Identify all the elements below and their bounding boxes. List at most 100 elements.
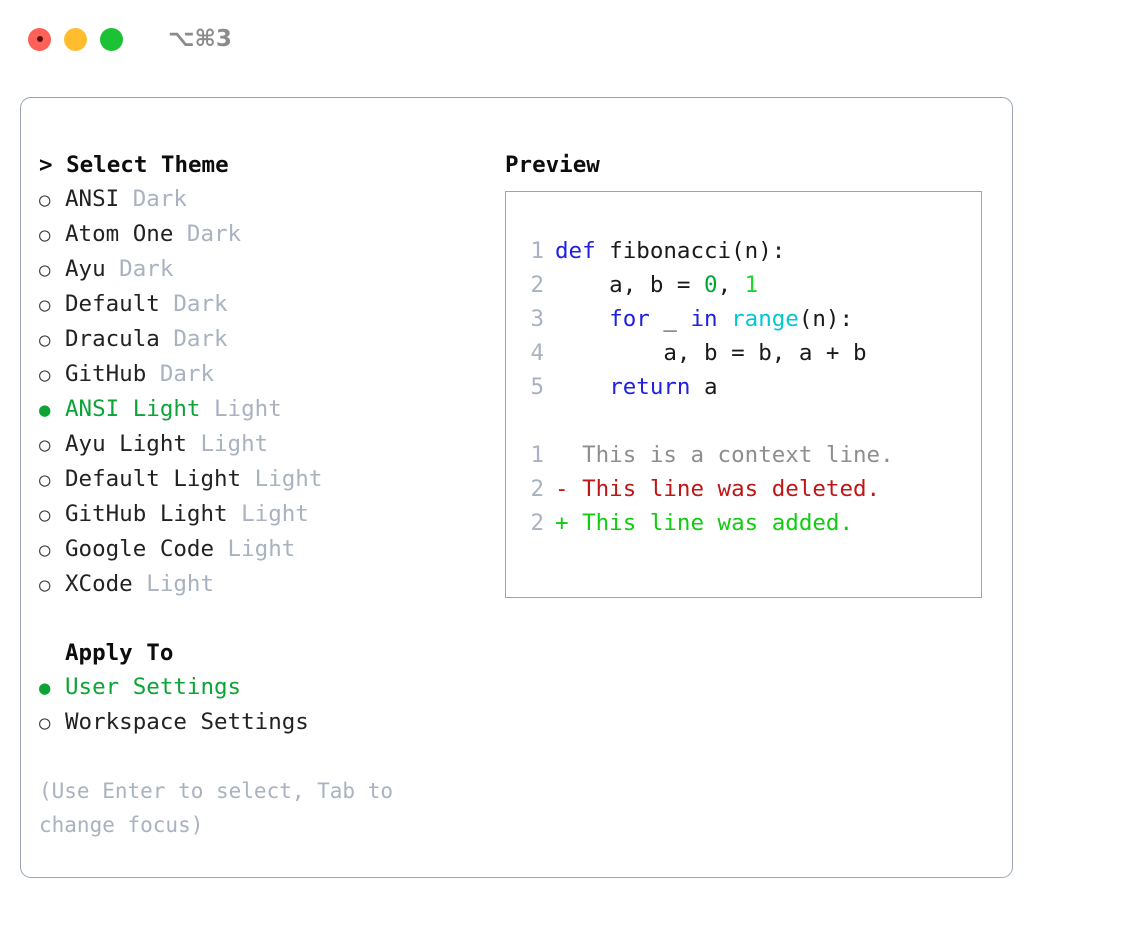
section-spacer: [39, 602, 491, 636]
code-token-plain: [555, 374, 609, 400]
apply-to-option-label: User Settings: [65, 674, 242, 700]
theme-option-variant: Light: [186, 431, 269, 457]
theme-list: ○ANSI Dark○Atom One Dark○Ayu Dark○Defaul…: [39, 182, 491, 602]
radio-unselected-icon: ○: [39, 294, 51, 316]
main-panel: > Select Theme ○ANSI Dark○Atom One Dark○…: [20, 97, 1013, 878]
code-line: 3 for _ in range(n):: [516, 302, 981, 336]
select-theme-header: > Select Theme: [39, 152, 229, 178]
radio-unselected-icon: ○: [39, 539, 51, 561]
theme-selection-column: > Select Theme ○ANSI Dark○Atom One Dark○…: [21, 98, 491, 877]
apply-to-header: Apply To: [65, 640, 174, 666]
theme-option-label: Dracula: [65, 326, 160, 352]
code-line-number: 4: [530, 340, 544, 366]
code-line: 4 a, b = b, a + b: [516, 336, 981, 370]
theme-option-variant: Light: [132, 571, 215, 597]
apply-to-option-user-settings[interactable]: ● User Settings: [39, 670, 491, 705]
code-line-number: 2: [530, 272, 544, 298]
code-token-num0: 0: [704, 272, 718, 298]
diff-line-text: - This line was deleted.: [555, 476, 881, 502]
code-token-plain: (n):: [798, 306, 854, 332]
code-line: 5 return a: [516, 370, 981, 404]
code-line-text: a, b = b, a + b: [555, 336, 867, 370]
code-line-text: for _ in range(n):: [555, 302, 853, 336]
code-token-kw: return: [609, 374, 691, 400]
theme-option-variant: Dark: [119, 186, 187, 212]
code-token-num1: 1: [744, 272, 759, 298]
theme-option-dracula[interactable]: ○ Dracula Dark: [39, 322, 491, 357]
theme-option-ansi[interactable]: ○ ANSI Dark: [39, 182, 491, 217]
theme-option-label: XCode: [65, 571, 133, 597]
theme-option-ansi-light[interactable]: ●ANSI Light Light: [39, 392, 491, 427]
theme-option-variant: Dark: [146, 361, 215, 387]
code-token-plain: a, b =: [555, 272, 705, 298]
theme-option-label: Default Light: [65, 466, 242, 492]
diff-preview: 1 This is a context line.2- This line wa…: [516, 438, 981, 540]
code-token-fn: range: [731, 306, 799, 332]
radio-unselected-icon: ○: [39, 434, 51, 456]
radio-unselected-icon: ○: [39, 329, 51, 351]
code-token-plain: ,: [717, 272, 745, 298]
code-token-plain: a, b = b, a + b: [555, 340, 867, 366]
code-token-kw: for: [609, 306, 650, 332]
theme-option-label: Ayu Light: [65, 431, 187, 457]
code-line: 1 def fibonacci(n):: [516, 234, 981, 268]
diff-line-del: 2- This line was deleted.: [516, 472, 981, 506]
theme-option-variant: Light: [241, 466, 323, 492]
theme-option-ayu-light[interactable]: ○ Ayu Light Light: [39, 427, 491, 462]
code-line-text: def fibonacci(n):: [555, 234, 785, 268]
theme-option-github-light[interactable]: ○ GitHub Light Light: [39, 497, 491, 532]
zoom-window-button[interactable]: [100, 27, 123, 51]
window-titlebar: ⌥⌘3: [0, 0, 1140, 78]
theme-option-label: GitHub: [65, 361, 147, 387]
theme-option-label: GitHub Light: [65, 501, 228, 527]
preview-header: Preview: [505, 152, 600, 178]
radio-unselected-icon: ○: [39, 504, 51, 526]
theme-option-variant: Dark: [159, 291, 228, 317]
code-token-plain: fibonacci(n):: [595, 238, 786, 264]
diff-line-number: 2: [530, 510, 544, 536]
theme-option-atom-one[interactable]: ○Atom One Dark: [39, 217, 491, 252]
theme-option-variant: Light: [200, 396, 282, 422]
theme-option-github[interactable]: ○GitHub Dark: [39, 357, 491, 392]
code-line-number: 5: [530, 374, 544, 400]
code-line-number: 1: [530, 238, 544, 264]
code-token-kw: in: [690, 306, 718, 332]
theme-option-label: Atom One: [65, 221, 174, 247]
theme-option-label: Ayu: [65, 256, 106, 282]
radio-selected-icon: ●: [39, 677, 51, 699]
radio-unselected-icon: ○: [39, 259, 51, 281]
code-line-text: return a: [555, 370, 718, 404]
diff-line-ctx: 1 This is a context line.: [516, 438, 981, 472]
diff-line-add: 2 + This line was added.: [516, 506, 981, 540]
code-line: 2 a, b = 0, 1: [516, 268, 981, 302]
theme-option-default[interactable]: ○Default Dark: [39, 287, 491, 322]
traffic-light-group: [28, 27, 123, 51]
window-title: ⌥⌘3: [168, 26, 232, 52]
code-token-plain: a: [690, 374, 718, 400]
theme-option-default-light[interactable]: ○Default Light Light: [39, 462, 491, 497]
theme-option-variant: Light: [227, 501, 309, 527]
radio-unselected-icon: ○: [39, 224, 51, 246]
theme-option-variant: Dark: [159, 326, 228, 352]
apply-to-option-workspace-settings[interactable]: ○ Workspace Settings: [39, 705, 491, 740]
code-token-plain: _: [649, 306, 691, 332]
minimize-window-button[interactable]: [64, 27, 87, 51]
code-token-kw: def: [555, 238, 596, 264]
diff-line-text: + This line was added.: [555, 510, 854, 536]
code-line-number: 3: [530, 306, 544, 332]
keyboard-hint-text: (Use Enter to select, Tab to change focu…: [39, 779, 406, 837]
theme-option-google-code[interactable]: ○Google Code Light: [39, 532, 491, 567]
code-token-plain: [718, 306, 732, 332]
apply-to-list: ● User Settings ○ Workspace Settings: [39, 670, 491, 740]
code-token-plain: [555, 306, 609, 332]
close-window-button[interactable]: [28, 27, 51, 51]
theme-option-label: ANSI: [65, 186, 120, 212]
radio-unselected-icon: ○: [39, 712, 51, 734]
radio-unselected-icon: ○: [39, 189, 51, 211]
apply-to-option-label: Workspace Settings: [65, 709, 309, 735]
theme-option-label: Google Code: [65, 536, 215, 562]
theme-option-ayu[interactable]: ○Ayu Dark: [39, 252, 491, 287]
theme-option-xcode[interactable]: ○XCode Light: [39, 567, 491, 602]
